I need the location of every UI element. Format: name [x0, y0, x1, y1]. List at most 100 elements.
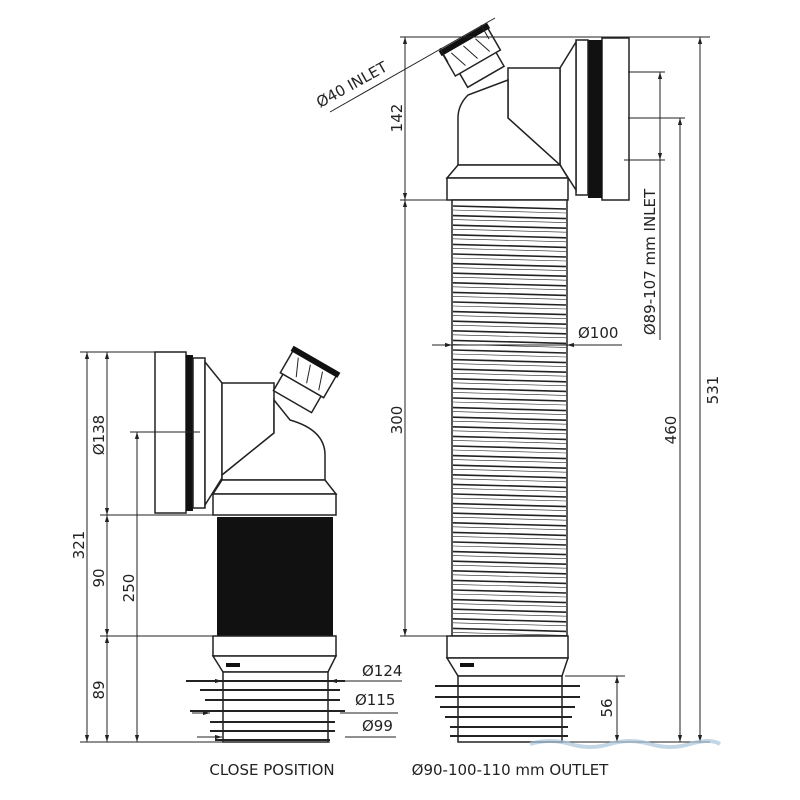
extended-pan-connector — [435, 22, 630, 743]
pipe-rib — [452, 445, 567, 450]
outlet-fins — [435, 685, 580, 737]
pipe-rib — [452, 334, 567, 339]
pipe-rib — [452, 536, 567, 540]
dim-total-height-extended: 531 — [704, 376, 722, 405]
pipe-rib — [452, 550, 567, 556]
watermark — [529, 739, 722, 749]
pipe-rib — [452, 426, 567, 431]
pipe-rib — [452, 612, 567, 617]
pipe-rib — [452, 560, 567, 565]
pipe-rib — [452, 392, 567, 396]
dim-side-inlet-diameter: Ø138 — [90, 415, 108, 455]
pipe-rib — [452, 310, 567, 316]
pipe-rib — [452, 320, 567, 325]
pipe-rib — [452, 368, 567, 373]
pipe-rib — [452, 411, 567, 415]
pipe-rib — [452, 228, 567, 233]
dim-flex-diameter: Ø100 — [578, 324, 618, 342]
pipe-rib — [452, 555, 567, 559]
pipe-rib — [452, 516, 567, 521]
pipe-rib — [452, 301, 567, 306]
pipe-rib — [452, 358, 567, 364]
pipe-rib — [452, 632, 567, 636]
dim-center-height-extended: 460 — [662, 416, 680, 445]
pipe-rib — [452, 243, 567, 249]
dim-outlet-d3: Ø99 — [362, 717, 393, 735]
pipe-rib — [452, 349, 567, 354]
pipe-rib — [452, 353, 567, 358]
pipe-rib — [452, 339, 567, 345]
pipe-rib — [452, 449, 567, 454]
pipe-rib — [452, 493, 567, 498]
dim-flex-length-extended: 300 — [388, 406, 406, 435]
caption-outlet: Ø90-100-110 mm OUTLET — [412, 761, 610, 779]
flexible-pipe-compressed — [217, 517, 333, 636]
dim-total-height-close: 321 — [70, 531, 88, 560]
pipe-rib — [452, 397, 567, 402]
pipe-rib — [452, 205, 567, 210]
pipe-rib — [452, 267, 567, 271]
pipe-rib — [452, 545, 567, 550]
pipe-rib — [452, 454, 567, 460]
pipe-rib — [452, 416, 567, 421]
flexible-pipe-ribs — [452, 205, 567, 636]
pipe-rib — [452, 382, 567, 387]
pipe-rib — [452, 387, 567, 393]
pipe-rib — [452, 219, 567, 223]
pipe-rib — [452, 406, 567, 412]
pipe-rib — [452, 420, 567, 425]
pipe-rib — [452, 330, 567, 335]
pipe-rib — [452, 257, 567, 262]
pipe-rib — [452, 608, 567, 613]
pipe-rib — [452, 579, 567, 585]
pipe-rib — [452, 372, 567, 377]
pipe-rib — [452, 488, 567, 492]
pipe-rib — [452, 522, 567, 527]
pipe-rib — [452, 502, 567, 508]
pipe-rib — [452, 363, 567, 367]
dim-flex-length-close: 90 — [90, 568, 108, 587]
pipe-rib — [452, 531, 567, 537]
outlet-fins — [186, 680, 345, 741]
pipe-rib — [452, 468, 567, 473]
pipe-rib — [452, 564, 567, 569]
pipe-rib — [452, 248, 567, 252]
pipe-rib — [452, 478, 567, 483]
pipe-rib — [452, 474, 567, 479]
pipe-rib — [452, 497, 567, 502]
close-position-dimensions: 321 Ø138 90 89 250 Ø124 Ø115 Ø99 — [70, 351, 402, 743]
pipe-rib — [452, 214, 567, 220]
pipe-rib — [452, 622, 567, 627]
pipe-rib — [452, 305, 567, 310]
pipe-rib — [452, 574, 567, 579]
pipe-rib — [452, 238, 567, 243]
pipe-rib — [452, 324, 567, 329]
dim-center-height-close: 250 — [120, 574, 138, 603]
dim-spigot-height: 56 — [598, 698, 616, 717]
pipe-rib — [452, 315, 567, 319]
pipe-rib — [452, 589, 567, 594]
pipe-rib — [452, 618, 567, 623]
pipe-rib — [452, 598, 567, 604]
pipe-rib — [452, 291, 567, 297]
seal-ring — [186, 355, 193, 511]
pipe-rib — [452, 262, 567, 268]
pipe-rib — [452, 234, 567, 239]
pipe-rib — [452, 224, 567, 229]
pipe-rib — [452, 272, 567, 277]
pipe-rib — [452, 276, 567, 281]
pipe-rib — [452, 584, 567, 588]
pipe-rib — [452, 603, 567, 607]
pipe-rib — [452, 541, 567, 546]
pipe-rib — [452, 296, 567, 300]
pipe-rib — [452, 459, 567, 463]
seal-ring — [588, 40, 602, 198]
pipe-rib — [452, 378, 567, 383]
pipe-rib — [452, 401, 567, 406]
pipe-rib — [452, 483, 567, 489]
pipe-rib — [452, 526, 567, 531]
pipe-rib — [452, 286, 567, 291]
dim-outlet-height: 89 — [90, 680, 108, 699]
dim-head-height: 142 — [388, 104, 406, 133]
pipe-rib — [452, 440, 567, 444]
